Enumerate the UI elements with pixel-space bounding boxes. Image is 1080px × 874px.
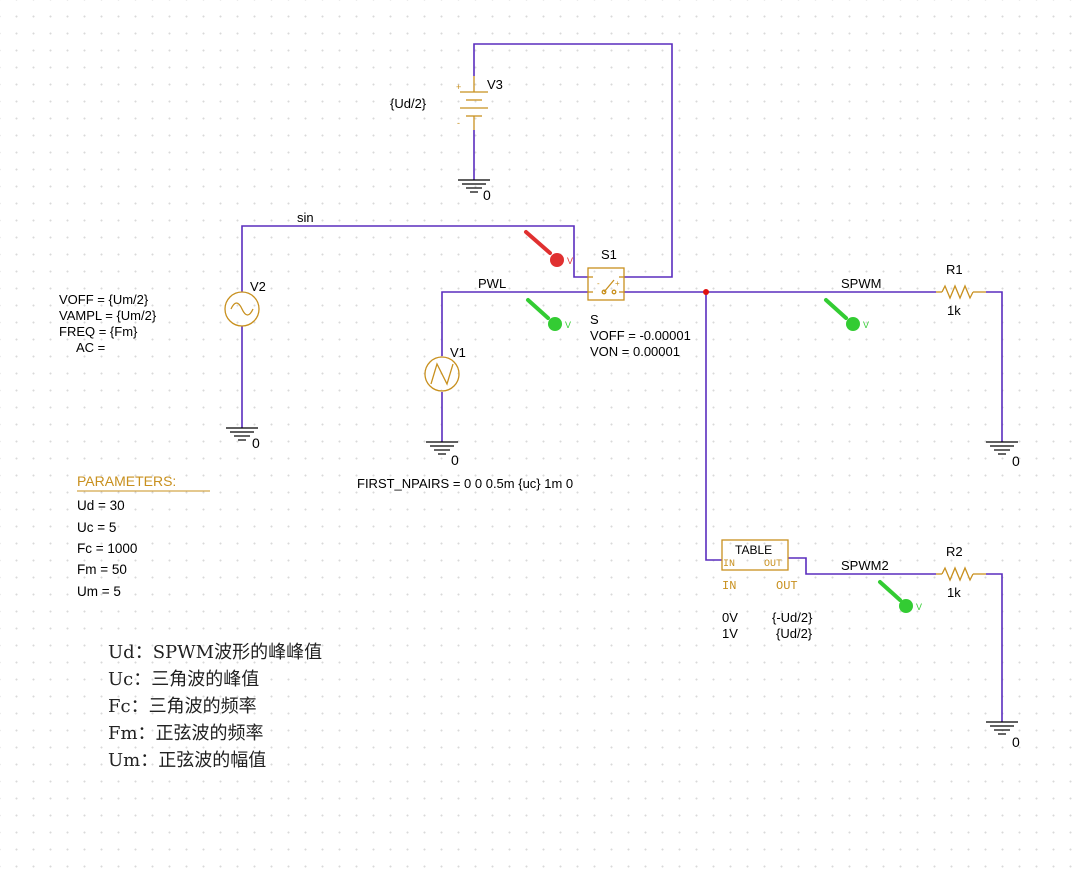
table-row1-out: {-Ud/2} (772, 610, 813, 625)
ground-v2-label: 0 (252, 435, 260, 451)
parameters-title: PARAMETERS: (77, 473, 176, 489)
wire-sin[interactable] (241, 225, 588, 292)
v1-name: V1 (450, 345, 466, 360)
r1-name: R1 (946, 262, 963, 277)
source-v3[interactable]: + - (456, 76, 488, 130)
parameter-item: Um = 5 (77, 584, 121, 599)
ground-v2 (226, 427, 258, 441)
table-pin-in: IN (722, 579, 736, 593)
ground-v1-label: 0 (451, 452, 459, 468)
v3-name: V3 (487, 77, 503, 92)
ground-r1 (986, 441, 1018, 455)
ground-v3 (458, 179, 490, 193)
probe-sin[interactable]: V (524, 230, 573, 267)
table-block[interactable] (721, 539, 789, 571)
parameter-item: Fm = 50 (77, 562, 127, 577)
parameter-item: Fc = 1000 (77, 541, 137, 556)
table-pin-in-inner: IN (723, 559, 735, 570)
probe-spwm-letter: V (863, 320, 869, 330)
probe-spwm[interactable]: V (824, 298, 869, 331)
s1-voff: VOFF = -0.00001 (590, 328, 691, 343)
note-line: Ud：SPWM波形的峰峰值 (108, 642, 322, 663)
ground-v1 (426, 441, 458, 455)
wires (241, 43, 1003, 722)
note-line: Fc：三角波的频率 (108, 696, 257, 717)
s1-von: VON = 0.00001 (590, 344, 680, 359)
wire-table-in[interactable] (705, 292, 722, 561)
v2-voff: VOFF = {Um/2} (59, 292, 149, 307)
ground-r2 (986, 721, 1018, 735)
probe-pwl-letter: V (565, 320, 571, 330)
r2-name: R2 (946, 544, 963, 559)
probe-sin-letter: V (567, 256, 573, 266)
s1-name: S1 (601, 247, 617, 262)
switch-s1[interactable]: + - (587, 267, 625, 301)
v2-vampl: VAMPL = {Um/2} (59, 308, 157, 323)
table-name: TABLE (735, 543, 772, 557)
v3-minus-sign: - (457, 118, 460, 128)
s1-minus-sign: - (597, 279, 600, 288)
table-row1-in: 0V (722, 610, 738, 625)
net-label-sin: sin (297, 210, 314, 225)
table-row2-out: {Ud/2} (776, 626, 813, 641)
notes-block: Ud：SPWM波形的峰峰值 Uc：三角波的峰值 Fc：三角波的频率 Fm：正弦波… (108, 642, 322, 771)
resistor-r2[interactable] (936, 566, 986, 582)
wire-spwm2[interactable] (788, 557, 936, 575)
v2-name: V2 (250, 279, 266, 294)
net-label-spwm2: SPWM2 (841, 558, 889, 573)
s1-model: S (590, 312, 599, 327)
probe-spwm2[interactable]: V (878, 580, 922, 613)
source-v1[interactable] (424, 356, 460, 392)
junction-dot (703, 289, 709, 295)
ground-r2-label: 0 (1012, 734, 1020, 750)
table-row2-in: 1V (722, 626, 738, 641)
net-label-pwl: PWL (478, 276, 506, 291)
probe-pwl[interactable]: V (526, 298, 571, 331)
table-pin-out: OUT (776, 579, 798, 593)
wire-r1-ground[interactable] (986, 291, 1003, 442)
wire-v3-to-s1[interactable] (473, 43, 673, 278)
ground-v3-label: 0 (483, 187, 491, 203)
parameters-block[interactable]: PARAMETERS: Ud = 30 Uc = 5 Fc = 1000 Fm … (77, 473, 210, 599)
v3-value: {Ud/2} (390, 96, 427, 111)
v3-plus-sign: + (456, 82, 461, 92)
source-v2[interactable] (224, 291, 260, 327)
v2-freq: FREQ = {Fm} (59, 324, 138, 339)
r2-value: 1k (947, 585, 961, 600)
table-pin-out-inner: OUT (764, 559, 782, 570)
ground-r1-label: 0 (1012, 453, 1020, 469)
s1-plus-sign: + (615, 279, 620, 288)
v2-ac: AC = (76, 340, 105, 355)
parameter-item: Uc = 5 (77, 520, 116, 535)
r1-value: 1k (947, 303, 961, 318)
wire-r2-ground[interactable] (986, 573, 1003, 722)
parameter-item: Ud = 30 (77, 498, 125, 513)
wire-pwl[interactable] (441, 291, 588, 356)
note-line: Uc：三角波的峰值 (108, 669, 259, 690)
v1-params: FIRST_NPAIRS = 0 0 0.5m {uc} 1m 0 (357, 476, 573, 491)
net-label-spwm: SPWM (841, 276, 881, 291)
note-line: Um：正弦波的幅值 (108, 750, 266, 771)
probe-spwm2-letter: V (916, 602, 922, 612)
note-line: Fm：正弦波的频率 (108, 723, 264, 744)
resistor-r1[interactable] (936, 284, 986, 300)
